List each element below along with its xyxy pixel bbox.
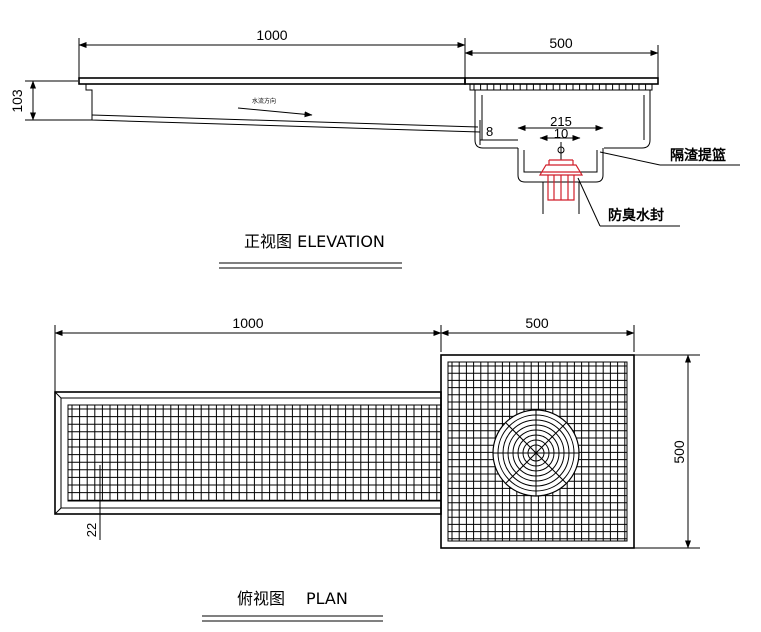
elevation-title: 正视图 ELEVATION <box>244 232 385 251</box>
elevation-dim-10-label: 10 <box>554 126 568 141</box>
elevation-dim-103-label: 103 <box>9 89 25 113</box>
plan-dim-1000-label: 1000 <box>232 315 263 331</box>
plan-channel <box>54 391 442 515</box>
elevation-channel: 水流方向 <box>78 77 481 145</box>
elevation-dim-1000: 1000 <box>78 27 466 78</box>
callout-seal-label: 防臭水封 <box>608 207 664 224</box>
plan-dim-22-label: 22 <box>84 523 99 537</box>
plan-drain <box>492 409 580 497</box>
plan-title-cn: 俯视图 <box>237 589 285 608</box>
callout-basket-label: 隔渣提篮 <box>670 147 726 164</box>
callout-seal: 防臭水封 <box>577 177 680 227</box>
elevation-box: 8 215 10 <box>464 77 659 183</box>
plan-view: 1000 500 500 22 <box>54 315 700 622</box>
callout-basket: 隔渣提篮 <box>599 147 740 166</box>
plan-dim-500-top: 500 <box>440 315 635 352</box>
elevation-dim-1000-label: 1000 <box>256 27 287 43</box>
trap-seal-drawing <box>538 159 584 214</box>
flow-direction-label: 水流方向 <box>252 97 276 105</box>
plan-dim-500-right: 500 <box>634 354 700 549</box>
plan-dim-500-top-label: 500 <box>525 315 549 331</box>
elevation-view: 1000 500 103 水流方向 <box>9 27 740 269</box>
elevation-dim-500-label: 500 <box>549 35 573 51</box>
plan-title-en: PLAN <box>306 589 348 608</box>
plan-dim-22: 22 <box>84 465 101 540</box>
elevation-dim-215-label: 215 <box>550 114 572 129</box>
elevation-dim-500: 500 <box>464 35 659 78</box>
plan-dim-1000: 1000 <box>54 315 442 392</box>
elevation-dim-103: 103 <box>9 80 92 121</box>
elevation-dim-8-label: 8 <box>486 124 493 139</box>
plan-box <box>440 354 635 549</box>
plan-dim-500-right-label: 500 <box>671 440 687 464</box>
